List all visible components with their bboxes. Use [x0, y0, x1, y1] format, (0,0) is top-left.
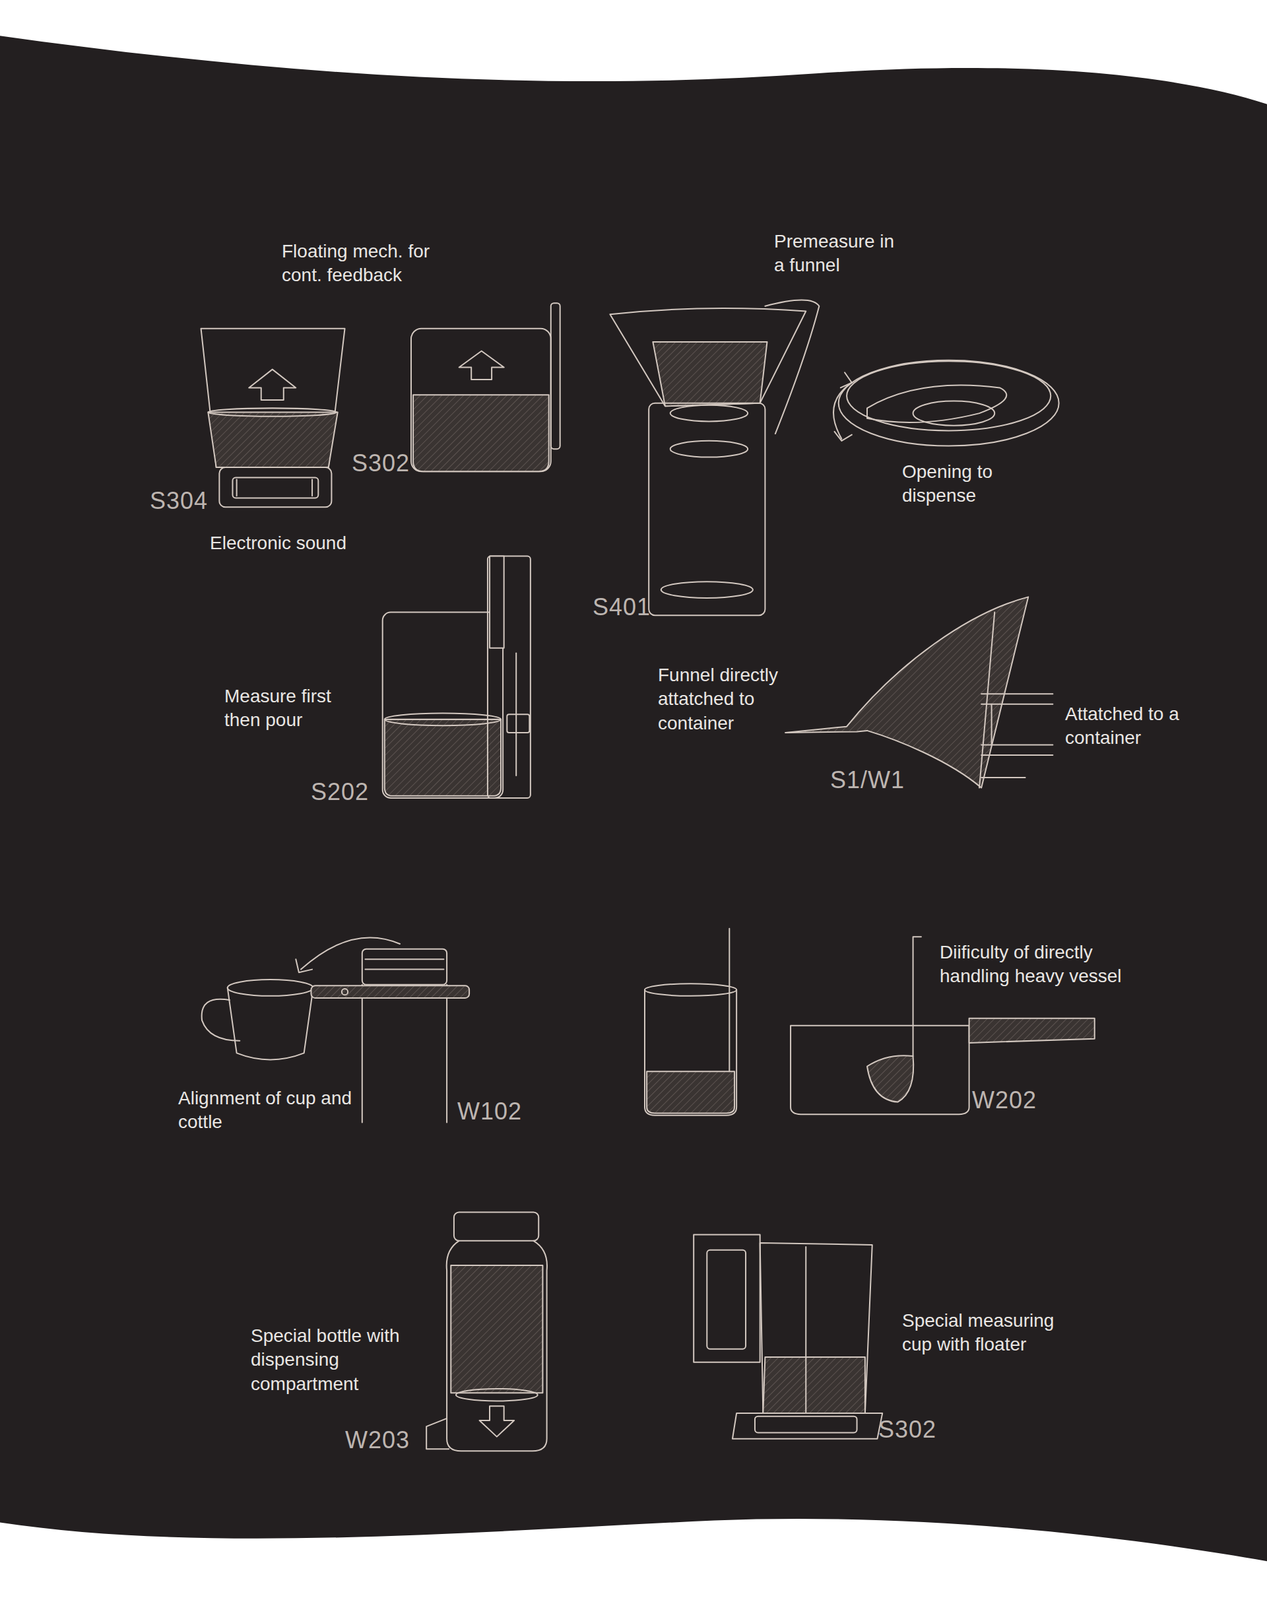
annotation-note: Opening to dispense — [902, 459, 1015, 509]
s302-measuring-cup-sketch — [693, 1234, 883, 1439]
annotation-note: Floating mech. for cont. feedback — [281, 239, 460, 288]
annotation-note: Funnel directly attatched to container — [657, 663, 800, 736]
dark-ground — [0, 35, 1267, 1561]
dispense-opening-sketch — [833, 360, 1060, 447]
concept-code: S401 — [592, 592, 651, 621]
concept-code: S302 — [878, 1414, 937, 1444]
concept-code: S304 — [149, 486, 208, 515]
annotation-note: Special bottle with dispensing compartme… — [250, 1323, 446, 1396]
annotation-note: Attatched to a container — [1065, 702, 1201, 751]
s401-funnel-sketch — [609, 300, 819, 616]
s1w1-funnel-sketch — [785, 596, 1053, 788]
concept-code: W102 — [457, 1096, 522, 1126]
s202-container-sketch — [382, 556, 531, 798]
concept-code: S1/W1 — [830, 765, 905, 794]
annotation-note: Alignment of cup and cottle — [178, 1086, 357, 1135]
concept-code: S302 — [351, 448, 410, 478]
annotation-note: Electronic sound — [209, 531, 347, 555]
concept-code: W203 — [345, 1425, 410, 1454]
concept-code: W202 — [972, 1085, 1037, 1114]
annotation-note: Diificulty of directly handling heavy ve… — [939, 940, 1161, 989]
annotation-note: Premeasure in a funnel — [774, 229, 907, 278]
annotation-note: Measure first then pour — [224, 684, 357, 733]
w203-bottle-sketch — [426, 1212, 548, 1452]
annotation-note: Special measuring cup with floater — [902, 1308, 1084, 1357]
concept-code: S202 — [310, 777, 369, 806]
s302-glass-sketch — [411, 302, 561, 472]
s304-glass-sketch — [201, 328, 346, 508]
